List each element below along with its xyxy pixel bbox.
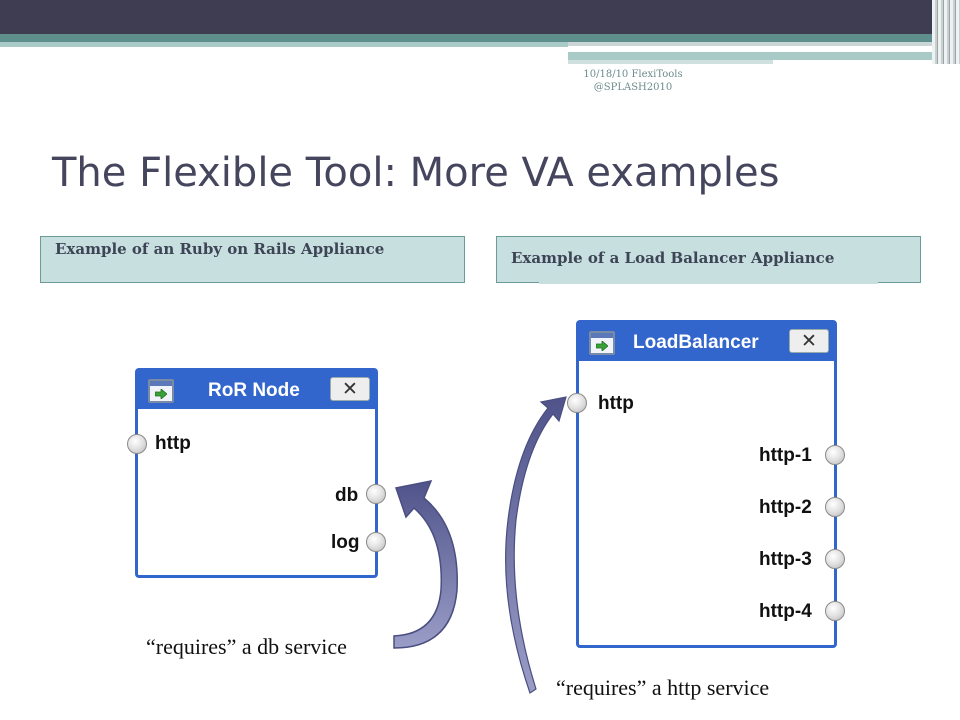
port-http-2[interactable] <box>825 497 845 517</box>
header-line <box>568 42 940 46</box>
close-button[interactable]: ✕ <box>789 329 829 353</box>
app-icon <box>148 379 174 403</box>
ror-node-title: RoR Node <box>208 380 300 401</box>
port-label-http-1: http-1 <box>759 445 812 466</box>
port-label-http-4: http-4 <box>759 601 812 622</box>
port-http-in[interactable] <box>567 393 587 413</box>
port-http-4[interactable] <box>825 601 845 621</box>
port-label-http: http <box>598 393 634 414</box>
ror-node[interactable]: RoR Node ✕ http db log <box>135 368 378 578</box>
header-sub-bar-short <box>568 60 773 64</box>
teal-bar-light <box>0 42 568 47</box>
port-label-log: log <box>331 532 360 553</box>
header-white-line <box>568 50 888 53</box>
left-header-box: Example of an Ruby on Rails Appliance <box>40 236 465 283</box>
arrow-right-icon <box>596 341 608 351</box>
port-http-1[interactable] <box>825 445 845 465</box>
port-http-3[interactable] <box>825 549 845 569</box>
close-icon: ✕ <box>801 330 817 352</box>
close-icon: ✕ <box>342 378 358 400</box>
teal-bar <box>0 34 940 42</box>
right-header-box: Example of a Load Balancer Appliance <box>496 236 921 284</box>
port-label-http-3: http-3 <box>759 549 812 570</box>
slide-title: The Flexible Tool: More VA examples <box>52 150 780 196</box>
loadbalancer-node[interactable]: LoadBalancer ✕ http http-1 http-2 http-3… <box>576 320 837 648</box>
close-button[interactable]: ✕ <box>330 377 370 401</box>
port-http-in[interactable] <box>127 434 147 454</box>
right-header-text: Example of a Load Balancer Appliance <box>511 249 835 267</box>
loadbalancer-node-title: LoadBalancer <box>633 332 759 353</box>
http-arrow <box>505 396 567 694</box>
port-db[interactable] <box>366 484 386 504</box>
port-log[interactable] <box>366 532 386 552</box>
port-label-db: db <box>335 485 359 506</box>
left-header-text: Example of an Ruby on Rails Appliance <box>55 240 385 258</box>
arrow-right-icon <box>155 389 167 399</box>
right-header-underline <box>539 281 878 284</box>
caption-http: “requires” a http service <box>556 675 770 700</box>
db-arrow <box>393 479 458 649</box>
port-label-http-2: http-2 <box>759 497 812 518</box>
header-sub-bar <box>568 52 940 60</box>
port-label-http: http <box>155 433 191 454</box>
header-stripes <box>932 0 960 64</box>
app-icon <box>589 331 615 355</box>
date-footer: 10/18/10 FlexiTools @SPLASH2010 <box>583 69 683 93</box>
top-bar <box>0 0 960 34</box>
caption-db: “requires” a db service <box>146 634 347 659</box>
